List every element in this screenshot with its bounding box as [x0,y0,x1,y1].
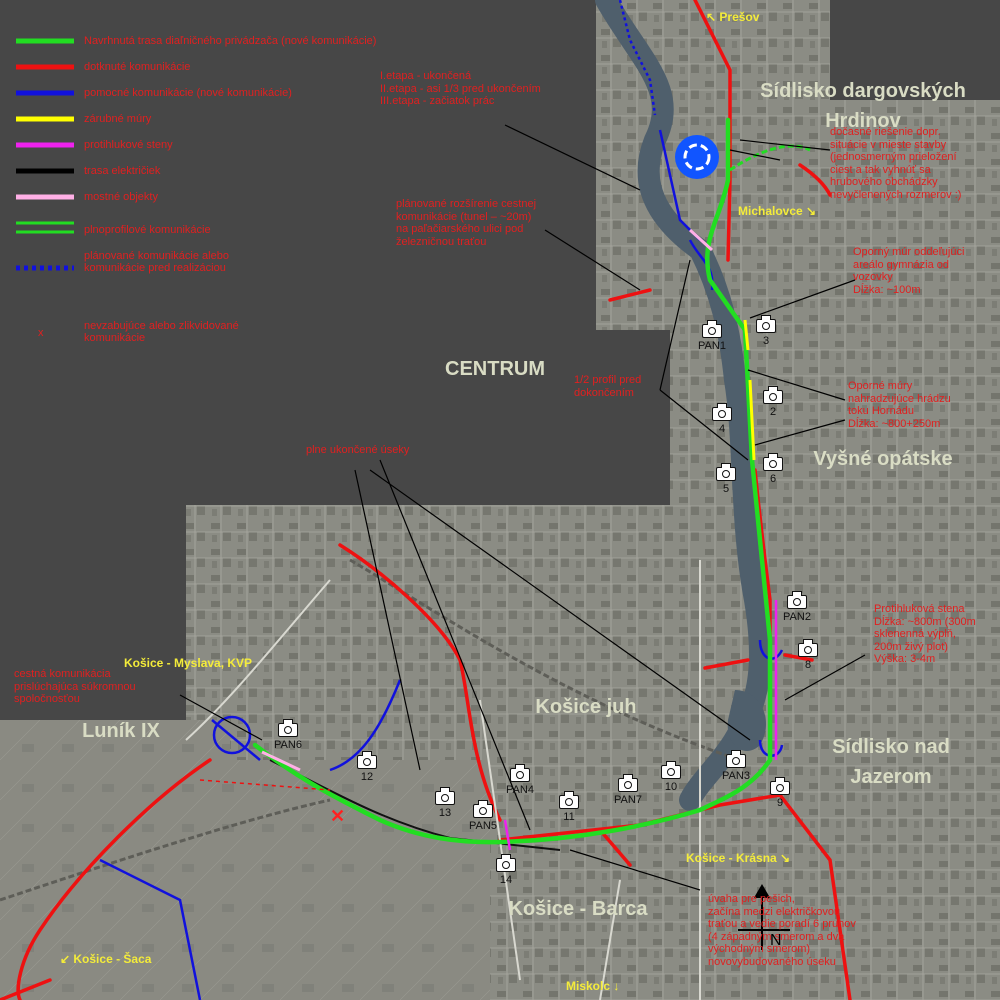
legend-label-tram: trasa električiek [84,165,161,177]
camera-label: 5 [722,483,730,495]
camera-icon [356,751,378,769]
camera-label: 10 [664,781,678,793]
camera-icon [755,315,777,333]
camera-icon [762,386,784,404]
proposed-route [252,117,773,845]
camera-icon [797,639,819,657]
annotation-planned-widening: plánované rozšírenie cestnej komunikácie… [396,198,537,248]
camera-label: 11 [563,811,575,823]
railway [0,558,741,902]
camera-icon [617,774,639,792]
camera-icon [786,591,808,609]
camera-label: PAN1 [698,340,726,352]
camera-label: PAN4 [506,784,534,796]
camera-label: PAN2 [783,611,811,623]
lake [727,690,766,751]
district-centrum: CENTRUM [445,358,545,380]
camera-icon [660,761,682,779]
legend-label-demolished: nevzabujúce alebo zlikvidované komunikác… [84,320,239,344]
camera-icon [472,800,494,818]
direction-krasna: Košice - Krásna ↘ [686,851,791,865]
camera-label: 12 [360,771,374,783]
legend-label-noise: protihlukové steny [84,139,173,151]
legend-label-new-route: Navrhnutá trasa diaľničného privádzača (… [84,35,377,47]
direction-presov: ↖ Prešov [706,10,760,24]
district-dargov: Sídlisko dargovských Hrdinov [760,80,966,132]
direction-michalovce: Michalovce ↘ [738,204,817,218]
annotation-leader-lines [179,124,866,891]
legend-swatches: x [16,38,74,339]
direction-saca: ↙ Košice - Šaca [60,952,152,966]
north-arrow [738,884,790,950]
proposed-route-branch [729,144,811,172]
camera-label: 8 [804,659,812,671]
camera-label: PAN5 [469,820,497,832]
arrow-down-icon: ↘ [776,851,791,865]
annotation-completed: plne ukončené úseky [306,444,410,456]
annotation-half-profile: 1/2 profil pred dokončením [574,374,642,399]
annotation-retaining-wall: Oporný múr oddeľujúci areálo gymnázia od… [853,246,965,296]
legend-label-retaining: zárubné múry [84,113,152,125]
direction-myslava: Košice - Myslava, KVP [124,656,253,670]
camera-icon [715,463,737,481]
planned-road [618,0,657,116]
annotation-retaining-walls: Oporné múry nahradzujúce hrádzu toku Hor… [848,380,951,430]
camera-label: 3 [762,335,770,347]
legend-label-bridges: mostné objekty [84,191,158,203]
district-barca: Košice - Barca [508,898,648,920]
affected-roads [0,0,852,1000]
camera-icon [277,719,299,737]
camera-icon [495,854,517,872]
annotation-noise-barrier: Protihluková stena Dĺžka: ~800m (300m sk… [874,603,976,665]
legend-label-planned: plánované komunikácie alebo komunikácie … [84,250,229,274]
north-label: N [770,932,782,949]
district-lunik: Luník IX [82,720,160,742]
camera-label: PAN7 [614,794,642,806]
arrow-up-icon: ↖ [706,10,720,24]
legend-label-affected: dotknuté komunikácie [84,61,191,73]
camera-label: 2 [769,406,777,418]
annotation-stages: I.etapa - ukončená II.etapa - asi 1/3 pr… [380,70,541,107]
district-juh: Košice juh [535,696,637,718]
legend-label-auxiliary: pomocné komunikácie (nové komunikácie) [84,87,292,99]
camera-icon [725,750,747,768]
camera-icon [701,320,723,338]
camera-icon [769,777,791,795]
annotation-temporary: dočasné riešenie dopr. situácie v mieste… [830,126,962,201]
camera-label: PAN3 [722,770,750,782]
district-nad-jazerom: Sídlisko nad Jazerom [832,736,950,788]
camera-icon [509,764,531,782]
demolished-roads [199,779,331,791]
arrow-down-icon: ↓ [610,979,620,993]
camera-label: 4 [718,423,726,435]
camera-icon [711,403,733,421]
legend-label-full-profile: plnoprofilové komunikácie [84,224,211,236]
camera-icon [762,453,784,471]
noise-barriers [503,600,778,851]
roundabout-icon [675,135,719,179]
camera-label: 13 [438,807,452,819]
svg-text:x: x [38,327,44,339]
camera-label: PAN6 [274,739,302,751]
annotation-lanes: úvaha pre pešich, začína medzi električk… [708,893,856,968]
arrow-right-icon: ↘ [802,204,817,218]
bridges [261,228,714,772]
district-vysne: Vyšné opátske [813,448,953,470]
annotation-private-road: cestná komunikácia prislúchajúca súkromn… [14,668,136,705]
camera-icon [434,787,456,805]
retaining-walls [743,319,756,461]
direction-miskolc: Miskolc ↓ [566,979,620,993]
arrow-down-icon: ↙ [60,952,74,966]
camera-icon [558,791,580,809]
camera-label: 6 [769,473,777,485]
camera-label: 9 [776,797,784,809]
demolished-x-icon: ✕ [330,806,346,826]
camera-label: 14 [499,874,513,886]
